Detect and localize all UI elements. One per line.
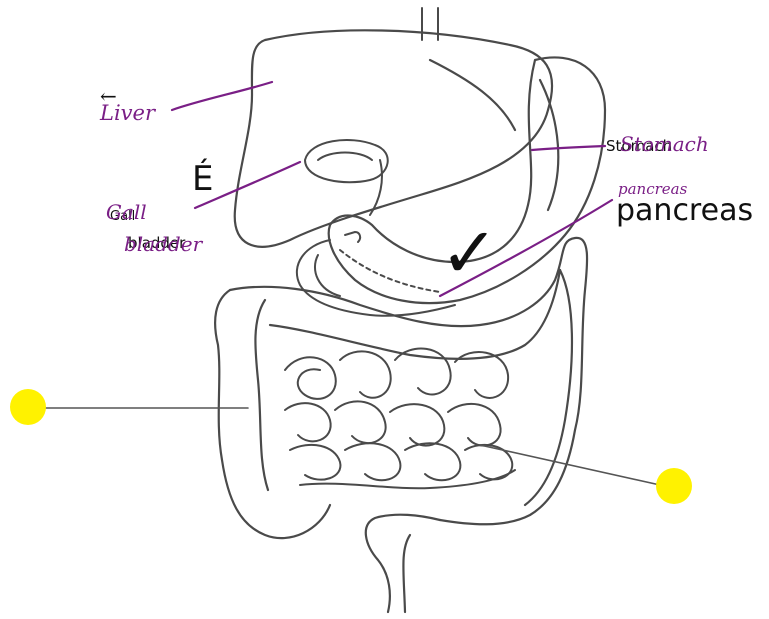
esophagus <box>422 8 438 40</box>
small-intestine <box>285 349 515 489</box>
right-yellow-marker[interactable] <box>656 468 692 504</box>
large-intestine <box>215 238 587 612</box>
arrow-handwriting: ← <box>100 86 117 106</box>
left-yellow-marker[interactable] <box>10 389 46 425</box>
gallbladder <box>305 140 388 215</box>
bladder-handwriting: bladder <box>124 234 202 254</box>
stomach-annotation-stroke <box>532 146 605 150</box>
pancreas-handwriting: pancreas <box>618 182 687 197</box>
pancreas-label: pancreas <box>616 196 753 226</box>
check-mark: ✓ <box>440 218 499 288</box>
liver <box>235 30 552 246</box>
gall-handwriting: Gall <box>106 202 147 222</box>
accent-mark: É <box>192 162 213 196</box>
stomach-handwriting: Stomach <box>620 134 709 154</box>
liver-annotation-stroke <box>172 82 272 110</box>
